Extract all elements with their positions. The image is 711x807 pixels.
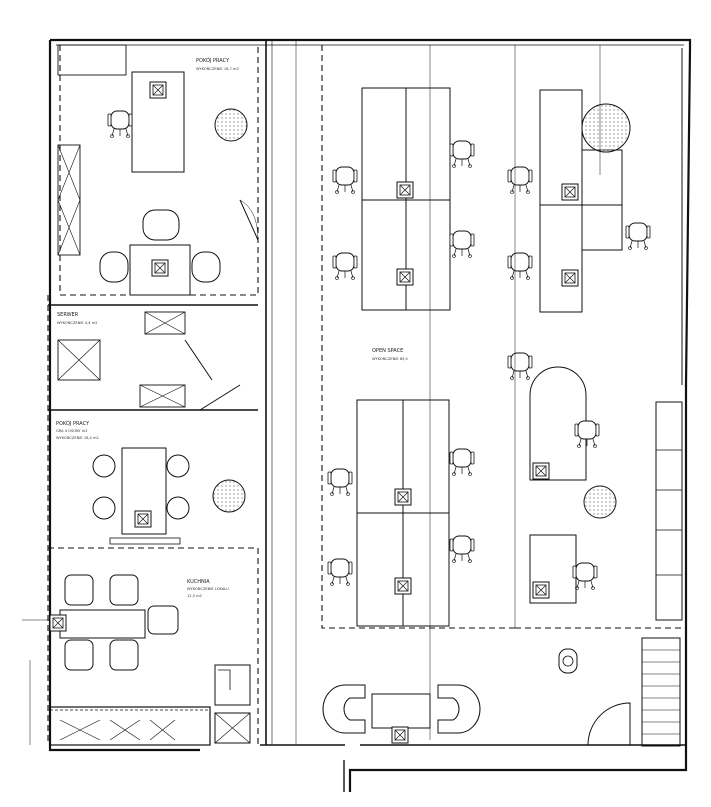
meeting-sub2: WYKOŃCZENIE 18,4 m2 (56, 435, 99, 440)
meeting-name: POKÓJ PRACY (56, 420, 90, 427)
dimension-lines (22, 40, 601, 745)
open-space: OPEN SPACE WYKOŃCZENIE 89,0 (322, 87, 683, 747)
room-manager-name: POKÓJ PRACY (196, 57, 230, 64)
desk-cluster-a (332, 87, 475, 311)
entrance-door (587, 637, 681, 747)
outer-walls (48, 38, 692, 792)
kitchen-name: KUCHNIA (187, 579, 210, 585)
dashed-boundaries (47, 45, 682, 745)
desk-cluster-d (529, 366, 683, 621)
lobby-seating (322, 648, 578, 744)
openspace-name: OPEN SPACE (372, 348, 403, 354)
openspace-area: WYKOŃCZENIE 89,0 (372, 356, 409, 361)
room-server: SERWER WYKOŃCZENIE 4,4 m2 (48, 304, 258, 411)
kitchen-sub1: WYKOŃCZENIE LOKALU (187, 586, 229, 591)
room-meeting: POKÓJ PRACY GRA 4 OSOBY m2 WYKOŃCZENIE 1… (48, 409, 258, 545)
desk-cluster-b (507, 89, 651, 313)
desk-cluster-c (327, 399, 475, 627)
meeting-sub1: GRA 4 OSOBY m2 (56, 429, 88, 433)
server-name: SERWER (57, 312, 79, 318)
kitchen-sub2: 12,5 m2 (187, 594, 202, 598)
room-kitchen: KUCHNIA WYKOŃCZENIE LOKALU 12,5 m2 (49, 574, 251, 746)
room-manager: POKÓJ PRACY WYKOŃCZENIE 18,7 m2 (57, 44, 259, 296)
server-area: WYKOŃCZENIE 4,4 m2 (57, 320, 97, 325)
room-manager-area: WYKOŃCZENIE 18,7 m2 (196, 66, 239, 71)
